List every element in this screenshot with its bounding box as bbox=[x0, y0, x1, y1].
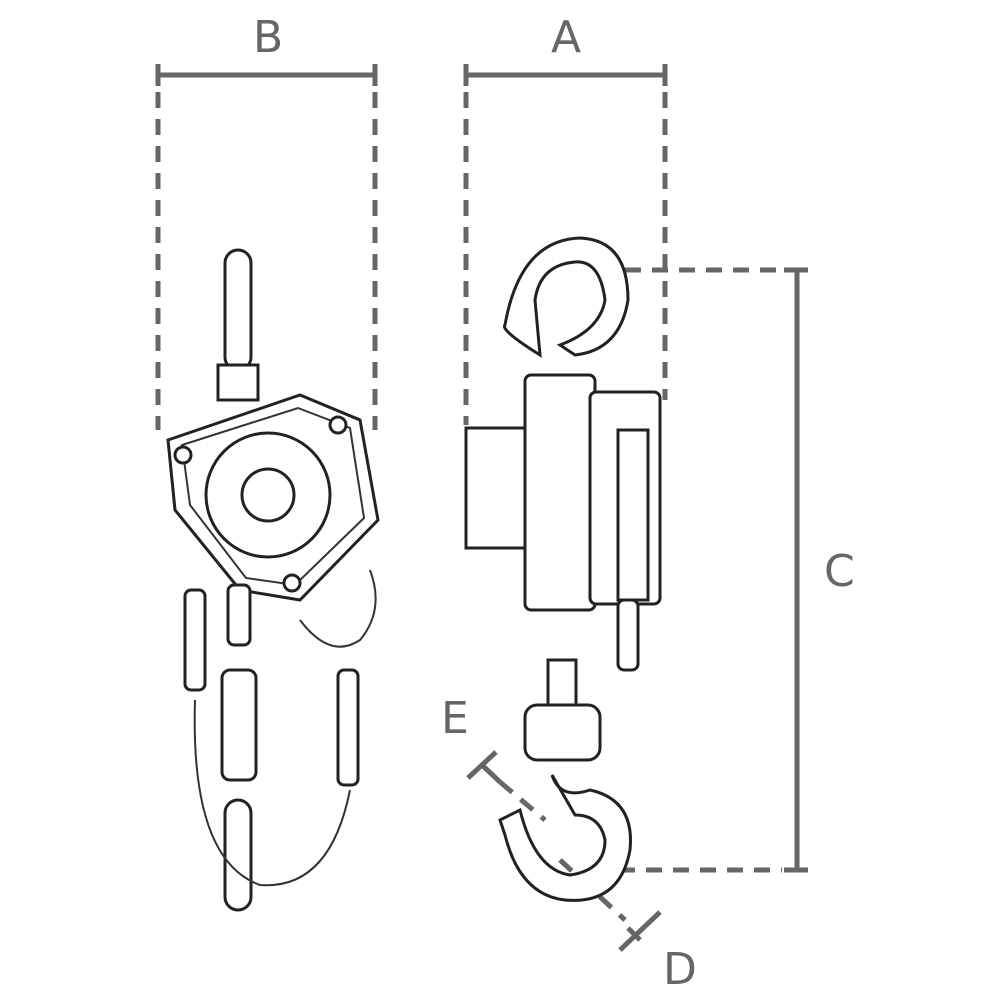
dimension-b bbox=[155, 64, 378, 430]
label-e: E bbox=[441, 693, 469, 744]
hoist-side-view bbox=[464, 236, 662, 902]
label-a: A bbox=[551, 12, 582, 63]
dimension-d-e bbox=[466, 750, 662, 952]
label-b: B bbox=[253, 12, 284, 63]
label-c: C bbox=[824, 546, 855, 597]
label-d: D bbox=[663, 944, 697, 995]
hoist-front-view bbox=[166, 248, 380, 912]
dimension-a bbox=[463, 64, 668, 425]
